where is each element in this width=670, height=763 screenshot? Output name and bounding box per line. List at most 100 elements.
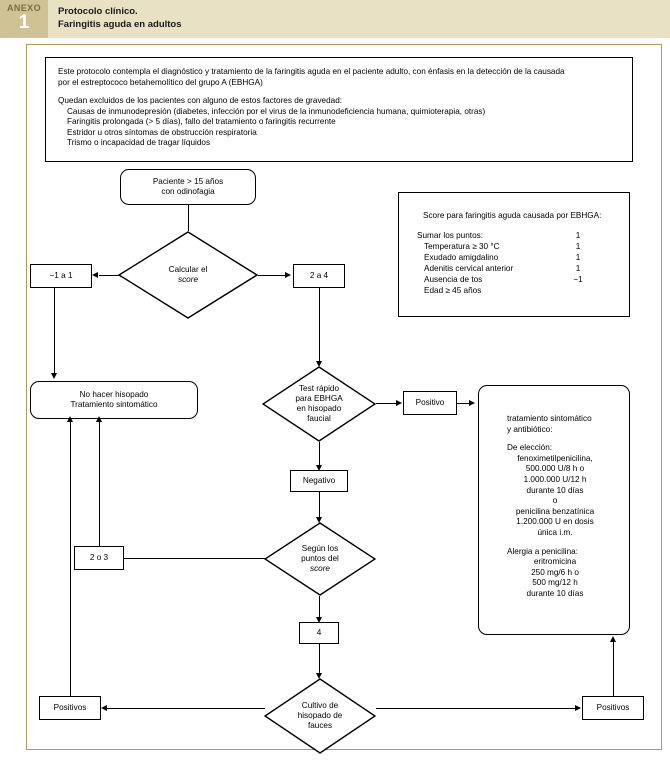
culture-line1: Cultivo de	[301, 701, 339, 710]
connector-negative-to-scorepoints	[319, 492, 320, 519]
calc-line2: score	[177, 275, 199, 284]
node-start-patient[interactable]: Paciente > 15 años con odinofagia	[120, 169, 256, 205]
score-row: Sumar los puntos: 1	[417, 230, 617, 241]
start-line1: Paciente > 15 años	[152, 176, 224, 186]
connector-calc-to-left	[99, 275, 119, 276]
score-row-label: Temperatura ≥ 30 °C	[424, 242, 500, 251]
arrowhead-down	[316, 673, 322, 679]
score-row-label: Exudado amigdalino	[424, 253, 499, 262]
treatment-allergy-line: 250 mg/6 h o	[531, 567, 579, 577]
treatment-allergy-title: Alergia a penicilina:	[507, 546, 579, 556]
treatment-allergy-line: 500 mg/12 h	[532, 578, 578, 588]
arrowhead-left	[101, 705, 107, 711]
connector-left-branch-down	[54, 288, 55, 375]
arrowhead-right	[396, 400, 402, 406]
connector-culture-to-left-positives	[107, 708, 265, 709]
scorepts-line3: score	[309, 564, 330, 573]
treatment-heading-line2: y antibiótico:	[507, 424, 553, 434]
node-positives-right[interactable]: Positivos	[582, 696, 644, 720]
intro-text-box: Este protocolo contempla el diagnóstico …	[45, 57, 633, 162]
node-positives-left[interactable]: Positivos	[39, 696, 101, 720]
diamond-shape	[264, 678, 376, 754]
connector-test-to-positive	[376, 403, 398, 404]
exclusion-item: Trismo o incapacidad de tragar líquidos	[67, 138, 211, 147]
branch-left-label: −1 a 1	[49, 270, 73, 280]
node-rapid-test[interactable]: Test rápido para EBHGA en hisopado fauci…	[262, 366, 376, 442]
score-row-value: 1	[575, 231, 581, 240]
treatment-choice-line: 500.000 U/8 h o	[525, 464, 585, 474]
score-row: Ausencia de tos −1	[417, 274, 617, 285]
score-row-value: −1	[573, 275, 583, 284]
annex-label: ANEXO	[6, 3, 41, 13]
scorepts-line2: puntos del	[301, 554, 339, 563]
arrowhead-right	[285, 272, 291, 278]
diamond-shape	[262, 366, 376, 442]
exclusions-title: Quedan excluidos de los pacientes con al…	[58, 96, 343, 105]
arrowhead-up	[96, 416, 102, 422]
arrowhead-right	[575, 705, 581, 711]
intro-paragraph-line1: Este protocolo contempla el diagnóstico …	[58, 67, 565, 76]
connector-4-to-culture	[319, 644, 320, 675]
arrowhead-down	[316, 517, 322, 523]
node-4[interactable]: 4	[299, 622, 339, 644]
two-or-three-label: 2 o 3	[89, 552, 109, 562]
node-treatment[interactable]: tratamiento sintomático y antibiótico: D…	[478, 385, 630, 635]
culture-line2: hisopado de	[297, 711, 343, 720]
rapid-line1: Test rápido	[298, 384, 340, 393]
score-row: Exudado amigdalino 1	[417, 252, 617, 263]
connector-2or3-up	[99, 421, 100, 546]
node-2-or-3[interactable]: 2 o 3	[74, 546, 124, 570]
score-points-text: Según los puntos del score	[264, 522, 376, 596]
score-reference-box: Score para faringitis aguda causada por …	[398, 192, 630, 317]
score-row: Temperatura ≥ 30 °C 1	[417, 241, 617, 252]
score-row-label: Ausencia de tos	[424, 275, 483, 284]
page-header: Protocolo clínico. Faringitis aguda en a…	[0, 0, 670, 38]
node-branch-minus1-to-1[interactable]: −1 a 1	[30, 264, 92, 288]
arrowhead-down	[51, 373, 57, 379]
calc-line1: Calcular el	[168, 265, 208, 274]
culture-text: Cultivo de hisopado de fauces	[264, 678, 376, 754]
exclusion-item: Estridor u otros síntomas de obstrucción…	[67, 127, 257, 137]
node-score-points[interactable]: Según los puntos del score	[264, 522, 376, 596]
culture-line3: fauces	[307, 721, 333, 730]
scorepts-line1: Según los	[301, 544, 339, 553]
node-branch-2-to-4[interactable]: 2 a 4	[293, 264, 345, 288]
score-row: Edad ≥ 45 años	[417, 285, 617, 296]
node-culture[interactable]: Cultivo de hisopado de fauces	[264, 678, 376, 754]
treatment-alt-line: 1.200.000 U en dosis	[516, 517, 594, 527]
arrowhead-down	[316, 361, 322, 367]
treatment-heading-line1: tratamiento sintomático	[507, 414, 592, 423]
branch-right-label: 2 a 4	[309, 270, 329, 280]
treatment-choice-line: fenoximetilpenicilina,	[517, 453, 593, 463]
treatment-choice-line: 1.000.000 U/12 h	[523, 474, 587, 484]
treatment-text: tratamiento sintomático y antibiótico: D…	[479, 414, 631, 600]
arrowhead-right	[469, 400, 475, 406]
connector-culture-to-right-positives	[376, 708, 580, 709]
arrowhead-up	[67, 416, 73, 422]
negative-label: Negativo	[302, 475, 336, 485]
treatment-alt-line: única i.m.	[537, 527, 573, 537]
treatment-allergy-line: durante 10 días	[526, 588, 584, 598]
score-row-label: Edad ≥ 45 años	[424, 286, 482, 295]
treatment-allergy-line: eritromicina	[533, 557, 577, 567]
score-row-label: Adenitis cervical anterior	[424, 264, 514, 273]
arrowhead-up	[610, 636, 616, 642]
four-label: 4	[316, 627, 322, 637]
node-no-swab-symptomatic[interactable]: No hacer hisopado Tratamiento sintomátic…	[30, 381, 198, 419]
score-row-value: 1	[575, 242, 581, 251]
no-swab-line2: Tratamiento sintomático	[70, 400, 158, 409]
node-calculate-score[interactable]: Calcular el score	[118, 231, 258, 319]
rapid-line3: en hisopado	[296, 404, 342, 413]
score-row-value: 1	[575, 264, 581, 273]
start-line2: con odinofagia	[161, 187, 215, 196]
positive-top-label: Positivo	[415, 397, 445, 407]
connector-left-positives-up	[70, 421, 71, 696]
header-title-line2: Faringitis aguda en adultos	[58, 19, 182, 30]
rapid-line2: para EBHGA	[295, 394, 343, 403]
connector-test-to-negative	[319, 442, 320, 467]
treatment-alt-line: penicilina benzatínica	[515, 506, 595, 516]
annex-number: 1	[18, 12, 30, 33]
node-positive-rapid[interactable]: Positivo	[403, 391, 457, 415]
treatment-choice-line: durante 10 días	[526, 485, 584, 495]
node-negative[interactable]: Negativo	[290, 470, 348, 492]
